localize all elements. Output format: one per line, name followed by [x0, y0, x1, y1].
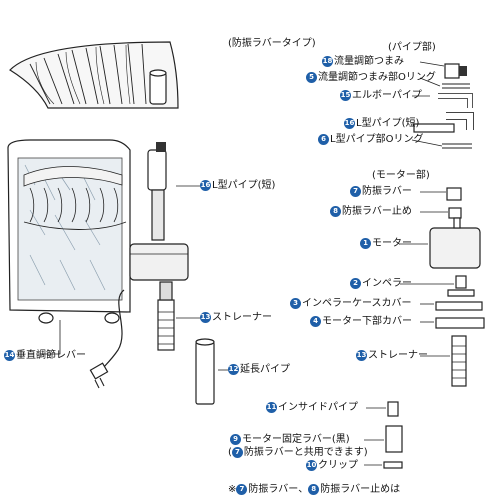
- label-text: L型パイプ部Oリング: [330, 134, 424, 145]
- label-text: 延長パイプ: [240, 364, 290, 375]
- label-text: エルボーパイプ: [352, 90, 422, 101]
- pipe-group-drawing: [413, 63, 474, 149]
- num-badge: 11: [266, 402, 277, 413]
- heading: (防振ラバータイプ): [228, 38, 316, 49]
- num-badge: 16: [200, 180, 211, 191]
- num-badge: 14: [4, 350, 15, 361]
- lid-drawing: [9, 41, 179, 109]
- label-text: モーター: [372, 238, 412, 249]
- num-badge: 16: [344, 118, 355, 129]
- num-badge: 7: [231, 447, 243, 458]
- label-text: クリップ: [318, 460, 358, 471]
- leader-lines: [36, 61, 454, 466]
- label-text: 流量調節つまみ部Oリング: [318, 72, 436, 83]
- cable-drawing: [89, 289, 125, 389]
- label-text: モーター下部カバー: [322, 316, 412, 327]
- footnote-text-b: 防振ラバー止めは: [320, 484, 401, 495]
- label-text: インペラー: [362, 278, 412, 289]
- footnote-text-a: 防振ラバー、: [248, 484, 309, 495]
- note-open: (: [228, 447, 232, 458]
- num-badge: 12: [228, 364, 239, 375]
- label-text: ストレーナー: [368, 350, 428, 361]
- label-text: インサイドパイプ: [278, 402, 358, 413]
- note-text: 防振ラバーと共用できます): [243, 447, 368, 458]
- label-text: 流量調節つまみ: [334, 56, 404, 67]
- num-badge: 13: [200, 312, 211, 323]
- label-text: L型パイプ(短): [356, 118, 420, 129]
- filter-box-drawing: [7, 139, 131, 324]
- pump-drawing: [129, 142, 189, 351]
- label-text: ストレーナー: [212, 312, 272, 323]
- num-badge: 18: [322, 56, 333, 67]
- num-badge: 13: [356, 350, 367, 361]
- num-badge: 3: [290, 298, 301, 309]
- num-badge: 1: [360, 238, 371, 249]
- num-badge: 7: [236, 484, 248, 495]
- num-badge: 4: [310, 316, 321, 327]
- label-text: インペラーケースカバー: [302, 298, 412, 309]
- label-text: 垂直調節レバー: [16, 350, 86, 361]
- num-badge: 6: [318, 134, 329, 145]
- label-text: 防振ラバー止め: [342, 206, 412, 217]
- group-pipe: (パイプ部): [388, 42, 436, 53]
- group-motor: (モーター部): [372, 170, 430, 181]
- num-badge: 7: [350, 186, 361, 197]
- label-text: モーター固定ラバー(黒): [242, 434, 350, 445]
- label-text: 防振ラバー: [362, 186, 412, 197]
- num-badge: 15: [340, 90, 351, 101]
- num-badge: 10: [306, 460, 317, 471]
- num-badge: 8: [330, 206, 341, 217]
- num-badge: 2: [350, 278, 361, 289]
- num-badge: 9: [230, 434, 241, 445]
- motor-group-drawing: [429, 187, 485, 387]
- num-badge: 5: [306, 72, 317, 83]
- extension-pipe-drawing: [195, 338, 215, 405]
- num-badge: 8: [308, 484, 320, 495]
- lower-parts-drawing: [383, 401, 403, 469]
- label-text: L型パイプ(短): [212, 180, 276, 191]
- footnote-mark: ※: [228, 484, 237, 495]
